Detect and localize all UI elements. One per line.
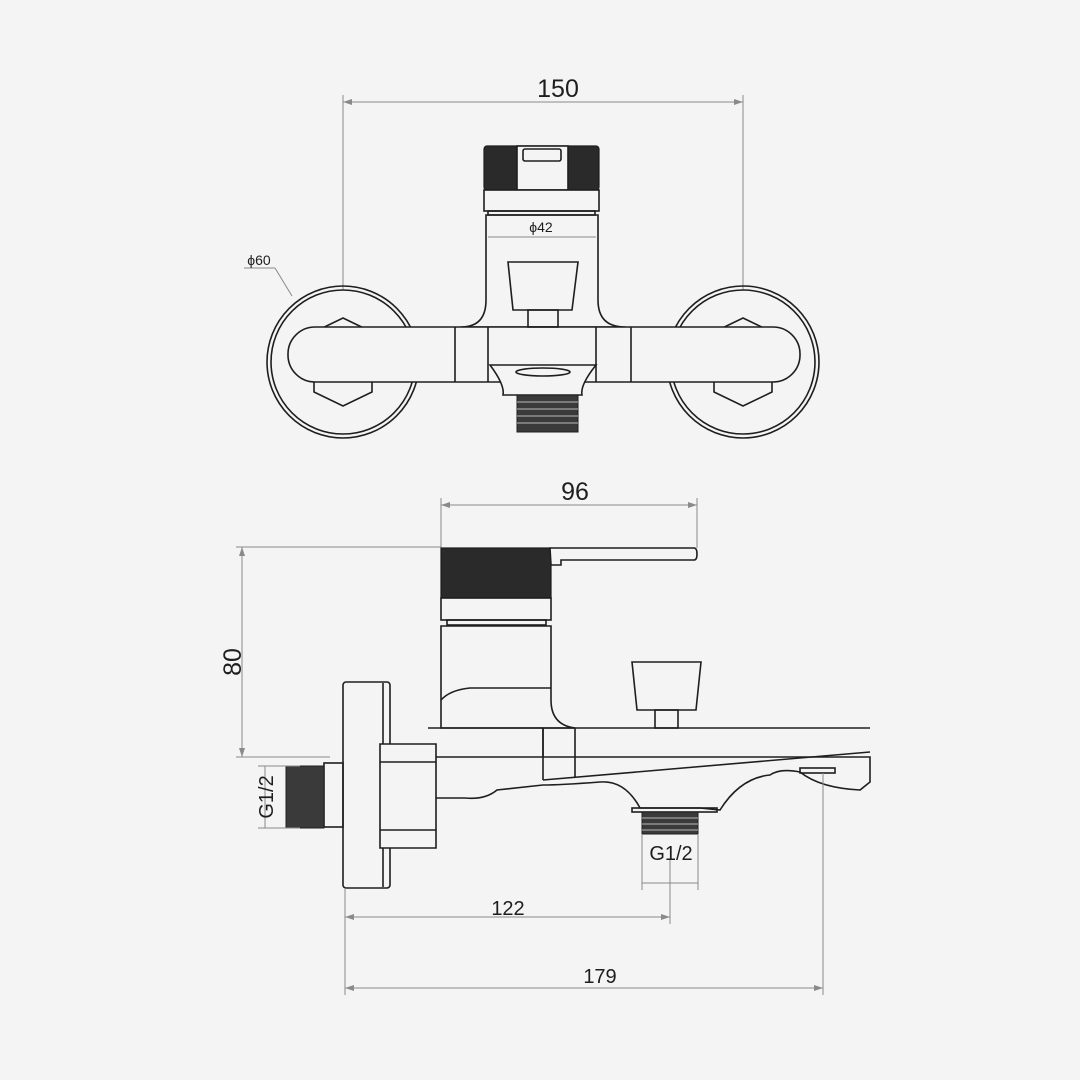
- dim-96-label: 96: [561, 478, 589, 506]
- handle-collar: [483, 189, 600, 212]
- dim-122-label: 122: [491, 898, 524, 920]
- outlet-housing: [488, 364, 598, 396]
- dim-150-label: 150: [537, 75, 579, 103]
- inlet-thread: [285, 765, 325, 829]
- outlet-thread-label: G1/2: [649, 843, 692, 865]
- lever-handle: [549, 547, 698, 566]
- top-view: 150 ϕ42 ϕ6: [244, 75, 820, 439]
- inlet-thread-label: G1/2: [256, 775, 278, 818]
- dim-80-label: 80: [219, 648, 247, 676]
- top-outlet-thread: [516, 394, 579, 433]
- bottom-outlet-thread: [641, 811, 699, 835]
- hex-nut: [379, 743, 437, 849]
- side-handle-knurled-ring: [440, 547, 552, 599]
- dim-150: [342, 95, 744, 290]
- spout: [427, 756, 871, 811]
- side-body-column: [440, 625, 576, 729]
- dim-phi60-label: ϕ60: [247, 252, 271, 268]
- diverter-knob: [507, 261, 579, 311]
- side-diverter-knob: [631, 661, 702, 711]
- side-handle-collar: [440, 597, 552, 621]
- side-view: 96 80 G1/2: [219, 478, 871, 995]
- dim-phi42-label: ϕ42: [529, 219, 553, 235]
- dim-179-label: 179: [583, 966, 616, 988]
